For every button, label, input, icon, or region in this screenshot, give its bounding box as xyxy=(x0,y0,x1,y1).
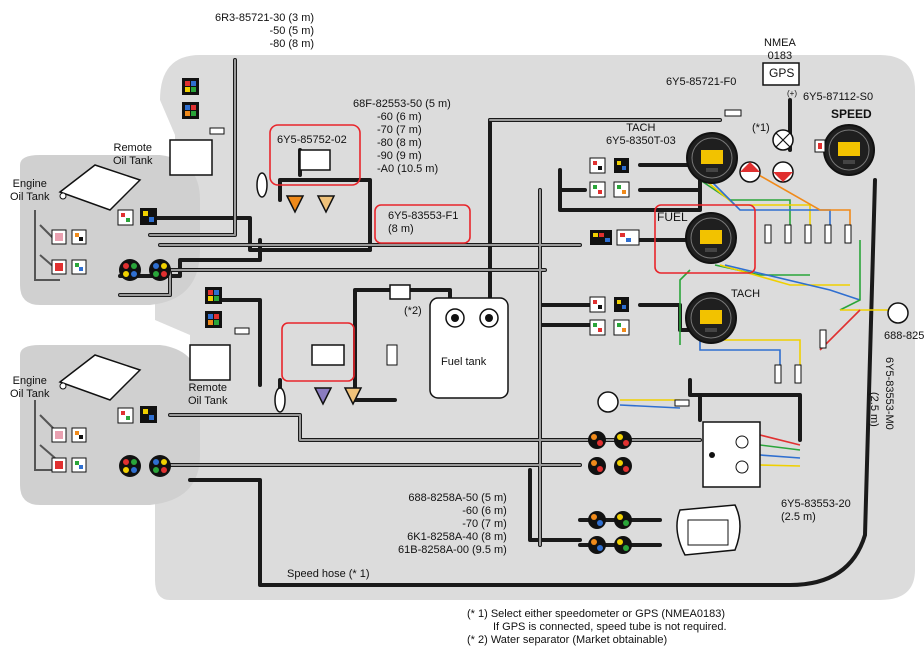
engine-icon xyxy=(58,164,142,401)
multi-pin-connector-icon xyxy=(119,259,632,554)
cable-688-8258a-label: 688-8258A-50 (5 m) -60 (6 m) -70 (7 m) 6… xyxy=(398,492,507,556)
gps-antenna-icon xyxy=(739,62,826,183)
footnotes: (* 1) Select either speedometer or GPS (… xyxy=(467,608,727,646)
speed-hose-label: Speed hose (* 1) xyxy=(287,568,370,580)
filter-icon xyxy=(285,195,363,406)
signal-wires xyxy=(619,169,890,467)
cable-remote-top-label: 6R3-85721-30 (3 m) -50 (5 m) -80 (8 m) xyxy=(215,12,315,50)
engine-oil-tank-label-1: Engine Oil Tank xyxy=(10,178,50,203)
engine-oil-tank-label-2: Engine Oil Tank xyxy=(10,375,50,400)
fuel-tank-icon xyxy=(429,297,509,399)
water-separator-icon xyxy=(256,149,411,413)
part-83553-20-label: 6Y5-83553-20 (2.5 m) xyxy=(781,498,851,523)
note-star2-label: (*2) xyxy=(404,305,422,317)
part-83553-f1-label: 6Y5-83553-F1 (8 m) xyxy=(388,210,459,235)
highlight-boxes xyxy=(269,124,756,382)
cable-network xyxy=(118,58,877,587)
note-star1-label: (*1) xyxy=(752,122,770,134)
remote-oil-tank-label: Remote Oil Tank xyxy=(113,142,153,167)
buzzer-icon xyxy=(597,302,909,413)
gps-label: GPS xyxy=(769,66,795,80)
nmea-label: NMEA 0183 xyxy=(764,37,796,62)
tach-top-label: TACH 6Y5-8350T-03 xyxy=(606,122,676,147)
tach-mid-label: TACH xyxy=(731,288,761,300)
part-85752-label: 6Y5-85752-02 xyxy=(277,134,347,146)
part-85721-f0-label: 6Y5-85721-F0 xyxy=(666,76,737,88)
plus-mark: (+) xyxy=(787,89,797,98)
inline-fuse xyxy=(209,109,852,407)
remote-control-icon xyxy=(676,504,741,556)
fuel-label: FUEL xyxy=(657,210,688,224)
remote-oil-tank-label-2: Remote Oil Tank xyxy=(188,382,228,407)
part-83553-m0-label: 6Y5-83553-M0 xyxy=(883,357,895,430)
part-87112-label: 6Y5-87112-S0 xyxy=(803,91,874,103)
speed-label: SPEED xyxy=(831,107,872,121)
junction-box-icon xyxy=(702,421,761,488)
gauge-icon xyxy=(685,124,875,344)
cable-68f-label: 68F-82553-50 (5 m) -60 (6 m) -70 (7 m) -… xyxy=(353,98,451,175)
part-688-825-label: 688-825 xyxy=(884,330,924,342)
fuel-tank-label: Fuel tank xyxy=(441,356,487,368)
connector-icon xyxy=(51,78,640,473)
part-83553-m0-length: (2.5 m) xyxy=(868,392,880,427)
oil-tank-icon xyxy=(169,139,231,381)
